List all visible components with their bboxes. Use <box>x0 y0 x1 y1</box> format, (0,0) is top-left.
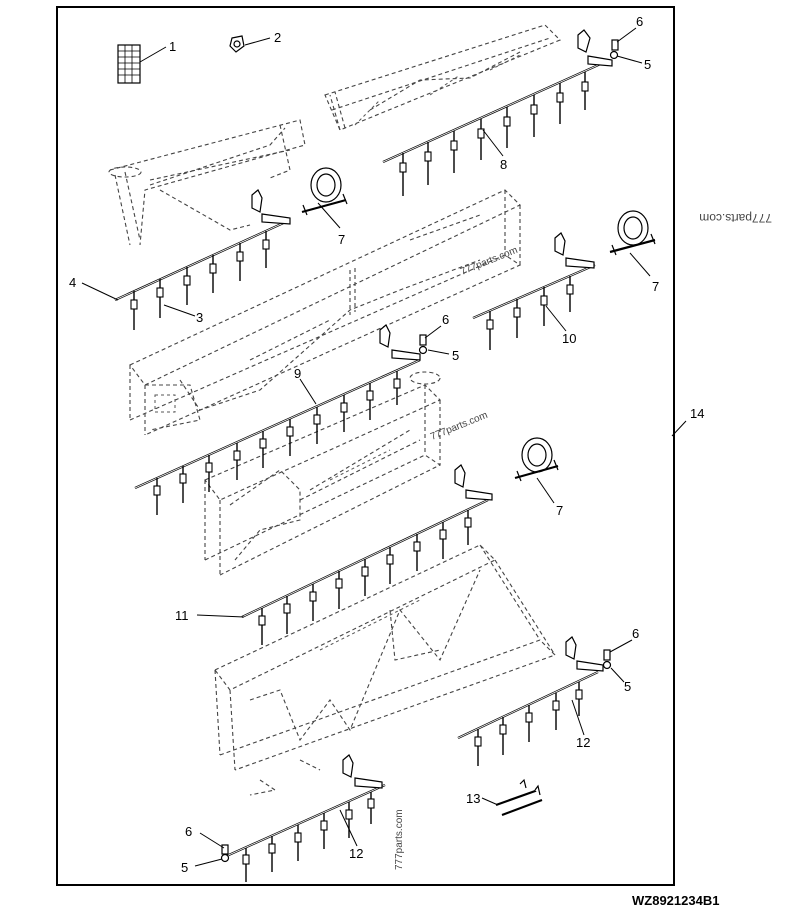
boom-3-nozzles <box>130 231 270 330</box>
boom-10-nozzles <box>486 276 574 350</box>
watermark-text: 777parts.com <box>394 809 405 870</box>
watermarks: 777parts.com 777parts.com 777parts.com 7… <box>394 211 772 870</box>
part-7-hose-loop-lower <box>514 437 559 482</box>
watermark-text: 777parts.com <box>699 211 772 225</box>
part-7-hose-loop-upper <box>301 167 348 216</box>
part-2-clip <box>229 35 245 53</box>
callout-5: 5 <box>452 348 459 363</box>
callout-5: 5 <box>644 57 651 72</box>
part-1-screen <box>117 44 141 84</box>
spray-boom-12-right <box>457 636 604 766</box>
callout-10: 10 <box>562 331 576 346</box>
watermark-text: 777parts.com <box>459 245 519 278</box>
ghost-frame-center <box>204 371 442 576</box>
spray-boom-10 <box>472 232 596 350</box>
boom-12-left-nozzles <box>242 792 375 882</box>
callout-6: 6 <box>442 312 449 327</box>
callout-6: 6 <box>632 626 639 641</box>
callout-7: 7 <box>556 503 563 518</box>
ghost-frame-top-right <box>324 24 561 131</box>
callout-11: 11 <box>175 608 189 623</box>
spray-boom-9 <box>134 324 421 515</box>
callout-7: 7 <box>338 232 345 247</box>
callout-2: 2 <box>274 30 281 45</box>
hardware-6-5-right <box>602 649 612 670</box>
ghost-frame-upper-left <box>108 119 306 246</box>
figure-reference-code: WZ8921234B1 <box>632 893 719 908</box>
spray-boom-3 <box>114 189 291 330</box>
callout-1: 1 <box>169 39 176 54</box>
callout-12: 12 <box>349 846 363 861</box>
ghost-frame-lower <box>214 544 557 796</box>
leader-lines <box>81 27 687 867</box>
callout-13: 13 <box>466 791 480 806</box>
boom-12-right-nozzles <box>474 682 583 766</box>
callout-9: 9 <box>294 366 301 381</box>
boom-8-nozzles <box>399 72 589 196</box>
ghost-frame-middle <box>129 189 522 436</box>
callout-4: 4 <box>69 275 76 290</box>
spray-boom-8 <box>382 29 613 196</box>
spray-boom-12-left <box>221 754 386 882</box>
boom-11-nozzles <box>258 510 472 645</box>
callout-5: 5 <box>181 860 188 875</box>
hardware-6-5-middle <box>418 334 428 355</box>
callouts: 1 2 6 5 8 7 4 3 7 10 6 5 9 14 7 11 6 5 1… <box>69 14 704 875</box>
callout-7: 7 <box>652 279 659 294</box>
callout-3: 3 <box>196 310 203 325</box>
hardware-6-5-top <box>609 39 619 60</box>
watermark-text: 777parts.com <box>429 410 489 443</box>
callout-14: 14 <box>690 406 704 421</box>
callout-6: 6 <box>185 824 192 839</box>
callout-12: 12 <box>576 735 590 750</box>
callout-8: 8 <box>500 157 507 172</box>
spray-boom-11 <box>241 464 493 645</box>
boom-9-nozzles <box>153 371 401 515</box>
hardware-6-5-left <box>220 844 230 863</box>
callout-6: 6 <box>636 14 643 29</box>
callout-5: 5 <box>624 679 631 694</box>
part-7-hose-loop-right <box>609 210 656 256</box>
part-13-brackets <box>495 778 543 817</box>
diagram-frame <box>56 6 675 886</box>
